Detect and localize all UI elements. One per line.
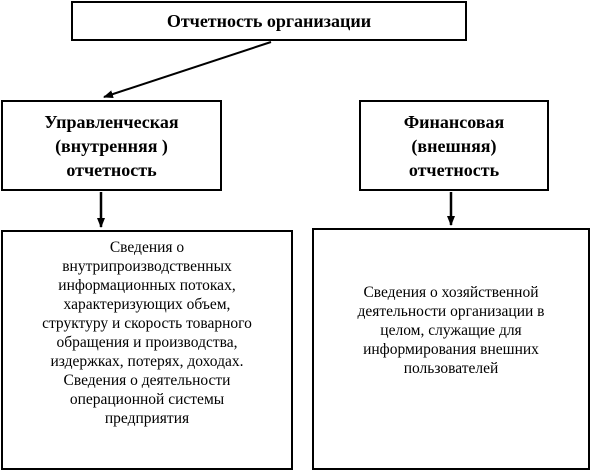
management-reporting-box: Управленческая (внутренняя ) отчетность <box>1 100 222 191</box>
management-description-text: Сведения о внутрипроизводственных информ… <box>42 239 252 427</box>
financial-description-text: Сведения о хозяйственной деятельности ор… <box>357 284 545 377</box>
financial-reporting-title: Финансовая (внешняя) отчетность <box>403 111 505 180</box>
arrow-root-to-management <box>103 41 272 98</box>
root-node-label: Отчетность организации <box>166 10 372 31</box>
management-description-box: Сведения о внутрипроизводственных информ… <box>1 230 293 470</box>
management-reporting-title: Управленческая (внутренняя ) отчетность <box>44 111 179 180</box>
financial-description-box: Сведения о хозяйственной деятельности ор… <box>312 228 590 470</box>
financial-reporting-box: Финансовая (внешняя) отчетность <box>359 100 549 191</box>
root-node-box: Отчетность организации <box>71 1 467 41</box>
